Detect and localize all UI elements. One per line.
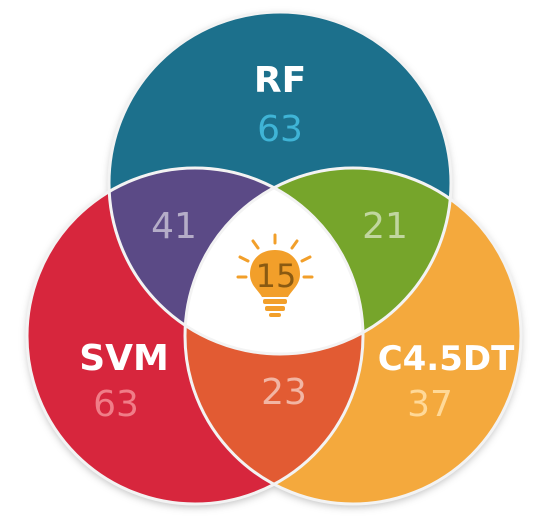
c45dt-set-count: 37 bbox=[407, 384, 453, 425]
svm-set-label: SVM bbox=[79, 338, 169, 379]
rf-c45dt-count: 21 bbox=[362, 206, 408, 247]
circle-outlines bbox=[25, 10, 523, 506]
rf-set-label: RF bbox=[254, 60, 306, 101]
svm-set-count: 63 bbox=[93, 384, 139, 425]
all-count: 15 bbox=[256, 257, 297, 295]
svm-c45dt-count: 23 bbox=[261, 372, 307, 413]
lightbulb-icon bbox=[236, 233, 314, 317]
rf-set-count: 63 bbox=[257, 109, 303, 150]
c45dt-set-label: C4.5DT bbox=[378, 339, 515, 379]
rf-svm-count: 41 bbox=[151, 206, 197, 247]
